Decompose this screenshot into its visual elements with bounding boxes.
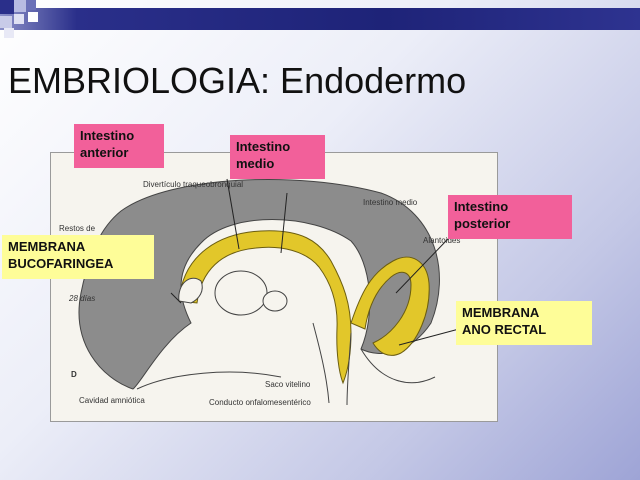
endoderm-tube — [178, 230, 352, 385]
figure-text-diverticulo: Divertículo traqueobronquial — [143, 180, 243, 189]
corner-square — [14, 0, 26, 12]
label-intestino-posterior: Intestino posterior — [448, 195, 572, 239]
label-line: medio — [236, 156, 275, 171]
panel-letter: D — [71, 370, 77, 379]
heart-region — [214, 270, 268, 316]
foregut-opening — [178, 277, 203, 304]
figure-text-conducto: Conducto onfalomesentérico — [209, 398, 311, 407]
figure-age: 28 días — [68, 294, 95, 303]
corner-square — [26, 0, 36, 10]
corner-square — [28, 12, 38, 22]
corner-square — [0, 16, 12, 28]
label-line: MEMBRANA — [462, 305, 540, 320]
label-line: Intestino — [454, 199, 509, 214]
pointer-line — [398, 328, 460, 346]
label-line: Intestino — [236, 139, 291, 154]
corner-square — [0, 0, 14, 14]
title-bar — [0, 8, 640, 30]
label-intestino-anterior: Intestino anterior — [74, 124, 164, 168]
label-line: posterior — [454, 216, 511, 231]
label-line: Intestino — [80, 128, 135, 143]
embryo-illustration: Divertículo traqueobronquial Restos de I… — [59, 178, 472, 407]
embryo-figure: Divertículo traqueobronquial Restos de I… — [50, 152, 498, 422]
corner-square — [4, 28, 14, 38]
yolk-stalk — [312, 322, 352, 406]
pointer-line — [280, 192, 288, 254]
slide-title: EMBRIOLOGIA: Endodermo — [8, 60, 467, 101]
figure-text-cavidad-amniotica: Cavidad amniótica — [79, 396, 145, 405]
figure-text-saco-vitelino: Saco vitelino — [265, 380, 311, 389]
label-intestino-medio: Intestino medio — [230, 135, 325, 179]
label-membrana-bucofaringea: MEMBRANA BUCOFARINGEA — [2, 235, 154, 279]
pointer-line — [170, 292, 182, 304]
amnion-line — [136, 371, 282, 390]
amnion-line — [360, 348, 436, 384]
label-membrana-ano-rectal: MEMBRANA ANO RECTAL — [456, 301, 592, 345]
label-line: MEMBRANA — [8, 239, 86, 254]
figure-text-restos: Restos de — [59, 224, 96, 233]
pointer-line — [226, 178, 240, 250]
body-wall-outline — [78, 178, 440, 390]
label-line: BUCOFARINGEA — [8, 256, 114, 271]
figure-text-intestino-medio: Intestino medio — [363, 198, 418, 207]
heart-chamber — [262, 290, 288, 312]
label-line: ANO RECTAL — [462, 322, 547, 337]
figure-text-alantoides: Alantoides — [423, 236, 460, 245]
corner-square — [14, 14, 24, 24]
hindgut-endoderm — [350, 256, 430, 356]
label-line: anterior — [80, 145, 129, 160]
